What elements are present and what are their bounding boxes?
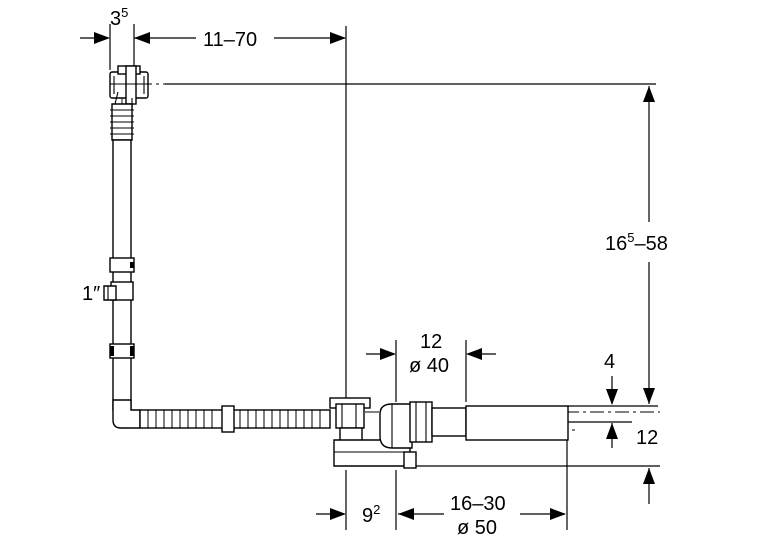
label-top-left-width: 35 <box>110 5 128 30</box>
label-overflow-offset: 11–70 <box>203 29 257 51</box>
label-outlet-range-bottom: 16–30 <box>450 493 506 515</box>
connector-1-inch <box>103 285 117 301</box>
label-outlet-diameter-top: ø 40 <box>409 355 449 377</box>
overflow-head <box>109 65 149 109</box>
horizontal-hose <box>112 399 331 433</box>
label-connector-size: 1″ <box>82 283 100 305</box>
label-outlet-length-top: 12 <box>420 331 442 353</box>
label-drain-offset: 92 <box>362 502 380 527</box>
label-trap-height: 12 <box>636 427 658 449</box>
vertical-overflow-pipe <box>109 103 135 411</box>
dimension-labels: 35 11–70 1″ 165–58 12 ø 40 4 12 92 16–30… <box>82 5 668 539</box>
center-lines <box>121 70 660 431</box>
label-height-range: 165–58 <box>605 230 668 255</box>
dimension-lines <box>80 24 660 530</box>
label-outlet-diameter-bottom: ø 50 <box>457 517 497 539</box>
waste-trap-assembly <box>329 397 569 469</box>
label-trap-top-offset: 4 <box>604 351 615 373</box>
